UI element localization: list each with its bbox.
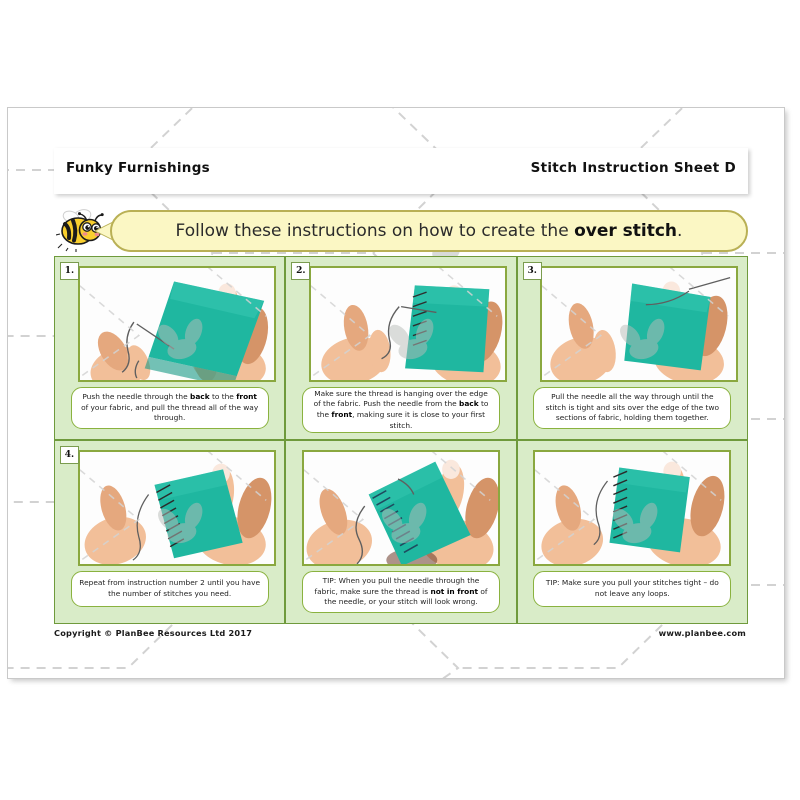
panel-content: TIP: Make sure you pull your stitches ti… xyxy=(518,441,747,623)
panel-content: Pull the needle all the way through unti… xyxy=(518,257,747,439)
instruction-prefix: Follow these instructions on how to crea… xyxy=(175,221,575,241)
panel-caption: Make sure the thread is hanging over the… xyxy=(301,387,500,433)
instruction-bold: over stitch xyxy=(574,221,678,241)
bee-icon xyxy=(56,209,104,252)
panel-caption-text: Push the needle through the back to the … xyxy=(81,392,259,423)
instruction-text: Follow these instructions on how to crea… xyxy=(176,221,683,241)
instruction-panel: TIP: When you pull the needle through th… xyxy=(285,440,517,624)
panel-caption-text: Pull the needle all the way through unti… xyxy=(545,392,720,423)
panel-content: TIP: When you pull the needle through th… xyxy=(286,441,515,623)
instruction-panel: 4. Repeat from instruction n xyxy=(54,440,286,624)
instruction-panel: 2. Make sure t xyxy=(285,256,517,440)
panel-caption: TIP: Make sure you pull your stitches ti… xyxy=(533,571,732,607)
panel-photo xyxy=(540,266,739,382)
panel-caption-text: TIP: Make sure you pull your stitches ti… xyxy=(545,578,719,598)
panel-photo xyxy=(308,266,507,382)
panel-content: Repeat from instruction number 2 until y… xyxy=(55,441,284,623)
panel-caption-text: Make sure the thread is hanging over the… xyxy=(313,388,489,430)
instruction-panel: 3. Pull the needle all the xyxy=(516,256,748,440)
panel-caption-text: Repeat from instruction number 2 until y… xyxy=(79,578,261,598)
panel-content: Make sure the thread is hanging over the… xyxy=(286,257,515,439)
panel-number-badge: 2. xyxy=(291,262,311,280)
panel-caption-text: TIP: When you pull the needle through th… xyxy=(314,576,488,607)
panel-caption: Push the needle through the back to the … xyxy=(70,387,269,430)
website-link[interactable]: www.planbee.com xyxy=(658,628,746,638)
panel-caption: Pull the needle all the way through unti… xyxy=(533,387,732,430)
panel-photo xyxy=(77,266,276,382)
panel-photo xyxy=(533,450,732,566)
panel-photo xyxy=(301,450,500,566)
instruction-panel-grid: 1. xyxy=(54,256,748,624)
page-title: Funky Furnishings xyxy=(66,160,210,176)
sheet-label: Stitch Instruction Sheet D xyxy=(530,160,736,176)
speech-bubble-tail xyxy=(96,222,114,240)
instruction-panel: 1. xyxy=(54,256,286,440)
instruction-banner: Follow these instructions on how to crea… xyxy=(110,210,748,252)
panel-number-badge: 1. xyxy=(60,262,79,280)
panel-number-badge: 4. xyxy=(60,446,79,464)
panel-caption: TIP: When you pull the needle through th… xyxy=(301,571,500,614)
sheet-header: Funky Furnishings Stitch Instruction She… xyxy=(54,148,748,194)
panel-photo xyxy=(77,450,276,566)
instruction-panel: TIP: Make sure you pull your stitches ti… xyxy=(516,440,748,624)
copyright-notice: Copyright © PlanBee Resources Ltd 2017 xyxy=(54,628,253,638)
instruction-suffix: . xyxy=(677,221,683,241)
panel-number-badge: 3. xyxy=(522,262,542,280)
panel-caption: Repeat from instruction number 2 until y… xyxy=(70,571,269,607)
panel-content: Push the needle through the back to the … xyxy=(55,257,284,439)
